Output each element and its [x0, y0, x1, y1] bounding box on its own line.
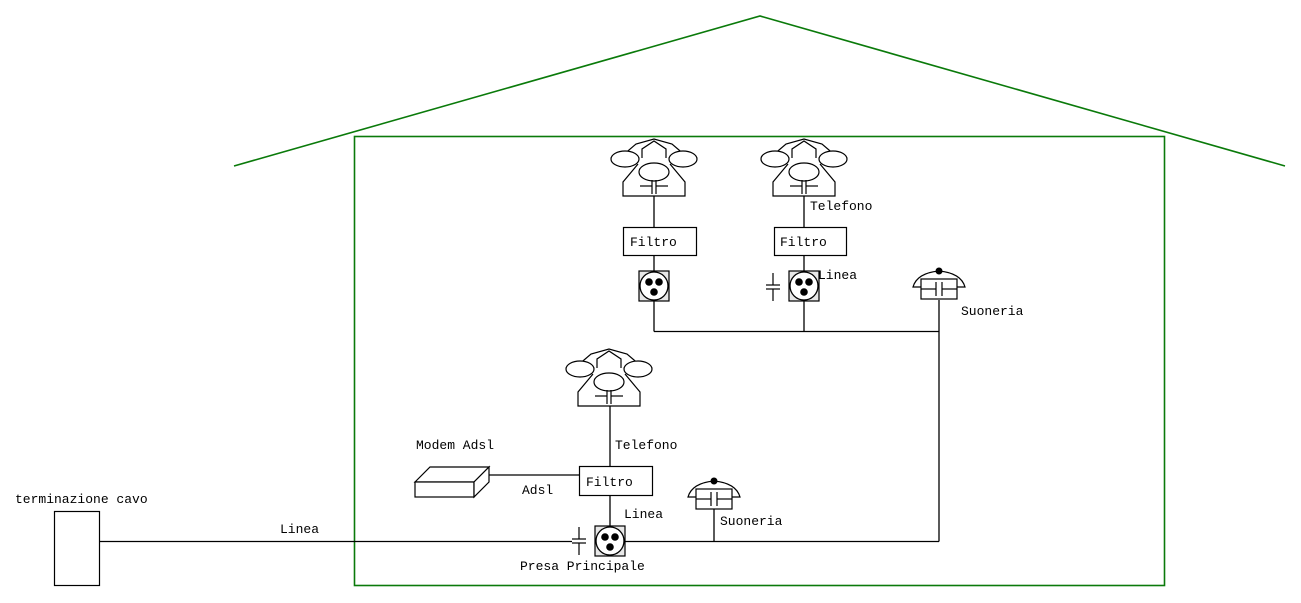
ringer-main-icon	[687, 476, 741, 510]
right-phone-link-label: Telefono	[810, 199, 872, 214]
house-walls	[353, 135, 1166, 587]
ringer-upper-label: Suoneria	[961, 304, 1024, 319]
main-telephone-icon	[565, 348, 653, 407]
house-roof	[233, 15, 1286, 167]
right-filter-box	[773, 226, 848, 257]
left-filter-label: Filtro	[630, 235, 677, 250]
main-socket-label: Presa Principale	[520, 559, 645, 574]
main-socket-icon	[594, 525, 626, 557]
capacitor-icon	[571, 526, 587, 556]
main-phone-link-label: Telefono	[615, 438, 677, 453]
right-socket-line-label: Linea	[818, 268, 857, 283]
left-socket-icon	[638, 270, 670, 302]
left-filter-box	[622, 226, 698, 257]
left-telephone-icon	[610, 138, 698, 197]
right-socket-icon	[788, 270, 820, 302]
ringer-main-label: Suoneria	[720, 514, 783, 529]
main-line-label: Linea	[280, 522, 319, 537]
adsl-link-label: Adsl	[522, 483, 553, 498]
modem-icon	[413, 465, 491, 499]
modem-label: Modem Adsl	[416, 438, 494, 453]
cable-termination-label: terminazione cavo	[15, 492, 148, 507]
right-telephone-icon	[760, 138, 848, 197]
right-filter-label: Filtro	[780, 235, 827, 250]
right-capacitor-icon	[765, 272, 781, 302]
main-filter-line-label: Linea	[624, 507, 663, 522]
cable-termination-box	[53, 510, 101, 587]
main-filter-label: Filtro	[586, 475, 633, 490]
main-filter-box	[578, 465, 654, 497]
ringer-upper-icon	[912, 266, 966, 300]
